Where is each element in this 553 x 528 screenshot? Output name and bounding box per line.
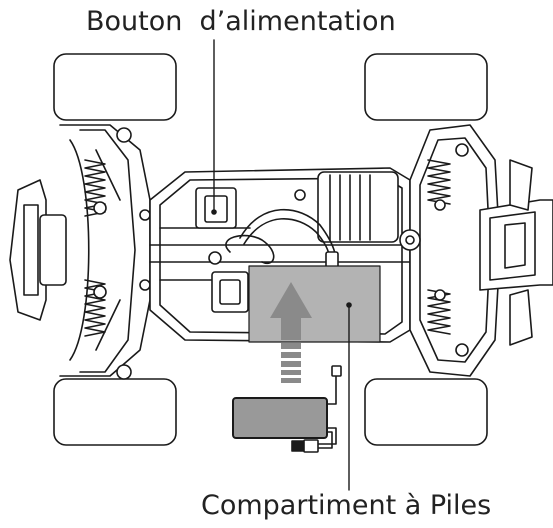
battery-compartment — [248, 265, 381, 343]
insert-arrow-icon — [270, 282, 312, 383]
battery-compartment-marker — [346, 302, 352, 308]
battery-pack-icon — [232, 397, 328, 439]
wheel-front-right — [364, 53, 488, 121]
battery-compartment-label: Compartiment à Piles — [201, 490, 492, 521]
battery-wires — [317, 375, 337, 449]
connector-plug-icon — [291, 365, 342, 453]
left-axle-assembly — [9, 124, 151, 380]
power-button-label: Bouton d’alimentation — [86, 6, 396, 37]
wheel-front-left — [53, 53, 177, 121]
power-button-marker — [211, 209, 217, 215]
wheel-rear-right — [364, 378, 488, 446]
right-axle-assembly — [399, 124, 553, 377]
wheel-rear-left — [53, 378, 177, 446]
